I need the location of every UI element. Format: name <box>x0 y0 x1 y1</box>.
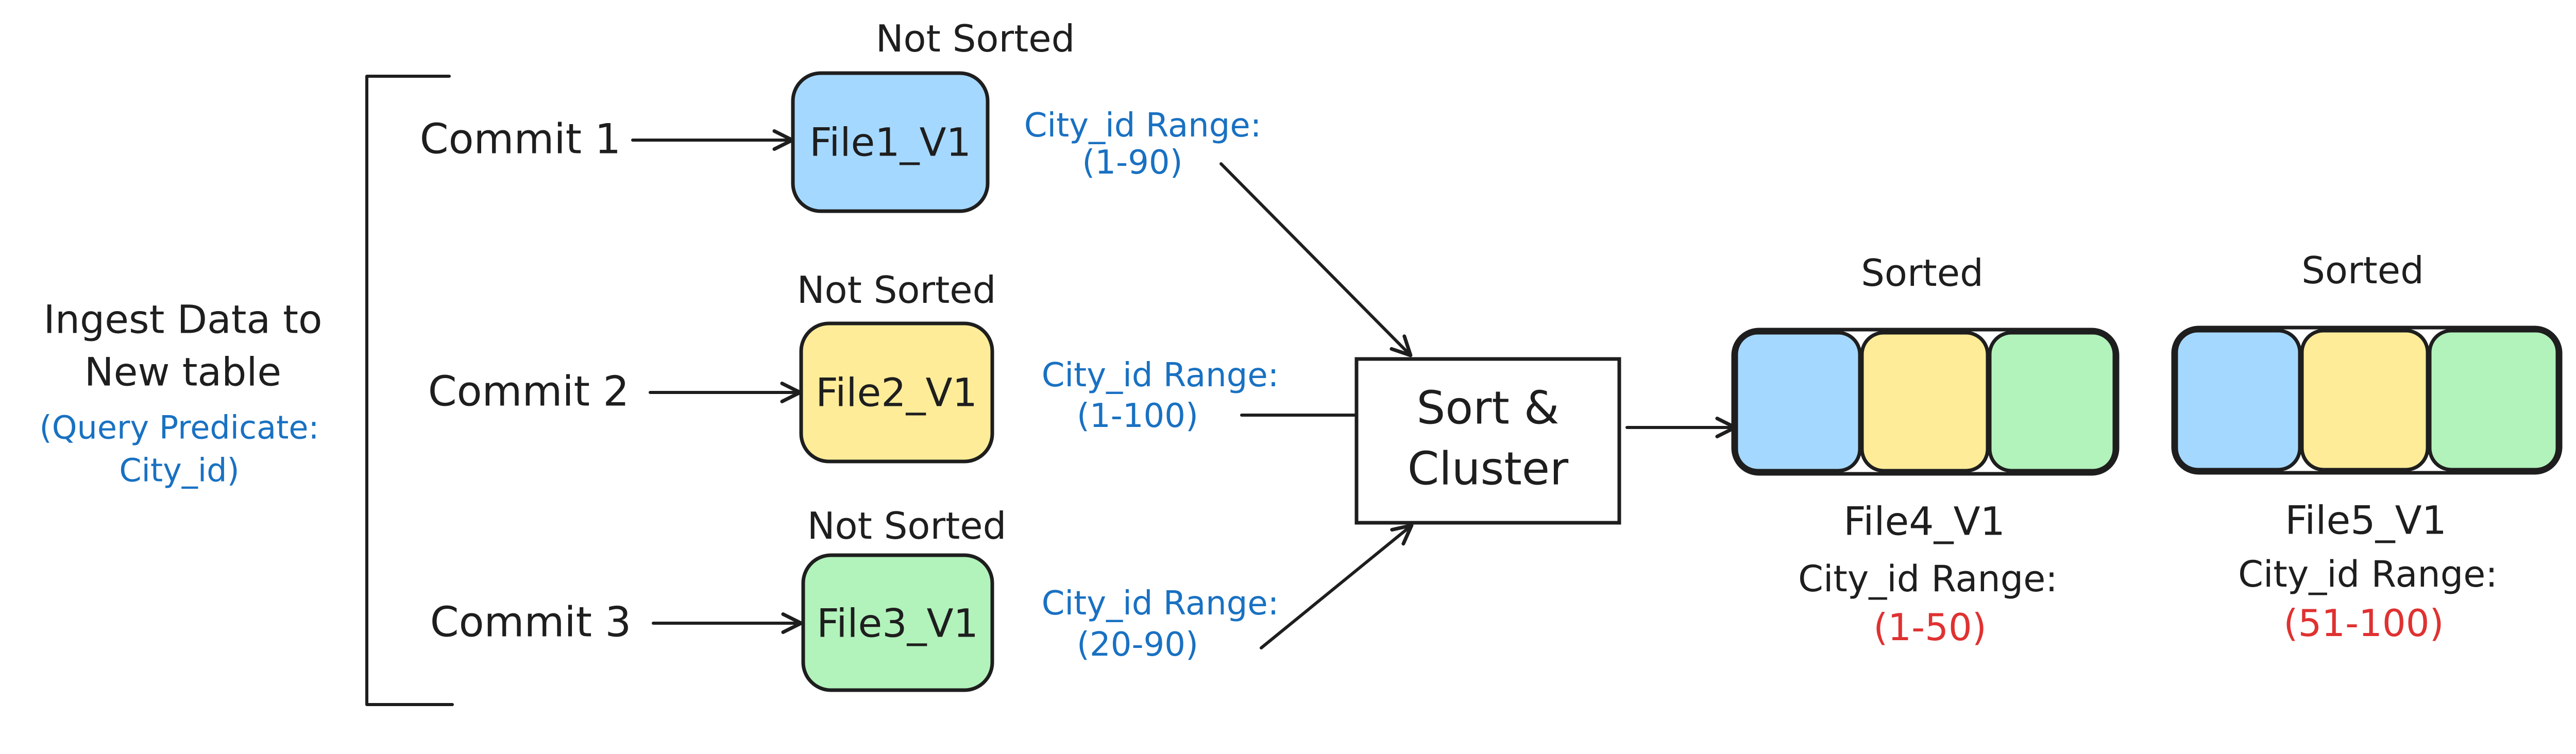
file4-blue-block <box>1734 331 1862 473</box>
query-predicate-line2: City_id) <box>119 452 239 489</box>
file2-status-label: Not Sorted <box>797 268 996 312</box>
ingest-title-line1: Ingest Data to <box>43 297 322 342</box>
file1-range-label: City_id Range: <box>1024 107 1262 145</box>
file4-green-block <box>1988 331 2116 473</box>
file4-label: File4_V1 <box>1843 499 2005 544</box>
file2-range-label: City_id Range: <box>1042 356 1279 395</box>
file2-label: File2_V1 <box>816 370 977 416</box>
file5-green-block <box>2428 329 2560 472</box>
file3-range-value: (20-90) <box>1077 626 1198 664</box>
commit-row-1: Not Sorted Commit 1 File1_V1 City_id Ran… <box>420 17 1262 213</box>
file1-to-sort-arrow <box>1219 162 1413 357</box>
file1-label: File1_V1 <box>809 119 971 165</box>
file5-status-label: Sorted <box>2301 249 2424 292</box>
ingest-label-group: Ingest Data to New table (Query Predicat… <box>40 297 323 489</box>
file1-range-value: (1-90) <box>1082 144 1182 182</box>
file4-yellow-block <box>1860 331 1990 473</box>
sort-cluster-line1: Sort & <box>1417 382 1560 435</box>
file3-status-label: Not Sorted <box>807 504 1007 547</box>
file2-box <box>799 321 994 464</box>
file3-label: File3_V1 <box>817 601 978 646</box>
file5-range-label: City_id Range: <box>2238 553 2498 595</box>
file5-label: File5_V1 <box>2285 498 2447 543</box>
output-file4-group: Sorted File4_V1 City_id Range: (1-50) <box>1731 251 2120 649</box>
commit-row-3: Not Sorted Commit 3 File3_V1 City_id Ran… <box>430 504 1279 692</box>
file1-box <box>791 71 990 213</box>
commit-2-label: Commit 2 <box>428 368 630 416</box>
file2-range-value: (1-100) <box>1077 397 1198 435</box>
sort-cluster-box <box>1354 357 1621 525</box>
file1-status-label: Not Sorted <box>876 17 1075 60</box>
file3-to-sort-arrow <box>1260 523 1414 649</box>
commit-bracket <box>365 75 454 706</box>
file4-status-label: Sorted <box>1861 251 1984 295</box>
file3-range-label: City_id Range: <box>1042 585 1279 623</box>
ingest-title-line2: New table <box>84 349 281 395</box>
file4-range-value: (1-50) <box>1873 606 1987 649</box>
file5-yellow-block <box>2300 329 2430 472</box>
file5-range-value: (51-100) <box>2283 602 2444 645</box>
sort-cluster-line2: Cluster <box>1408 442 1569 495</box>
file3-box <box>801 553 994 692</box>
file4-range-label: City_id Range: <box>1798 558 2058 600</box>
commit-row-2: Not Sorted Commit 2 File2_V1 City_id Ran… <box>428 268 1279 464</box>
output-file5-group: Sorted File5_V1 City_id Range: (51-100) <box>2171 249 2563 645</box>
sort-cluster-process: Sort & Cluster <box>1354 357 1621 525</box>
query-predicate-line1: (Query Predicate: <box>40 409 319 447</box>
file5-blue-block <box>2174 329 2302 472</box>
commit-3-label: Commit 3 <box>430 598 632 646</box>
commit-1-label: Commit 1 <box>420 115 621 163</box>
